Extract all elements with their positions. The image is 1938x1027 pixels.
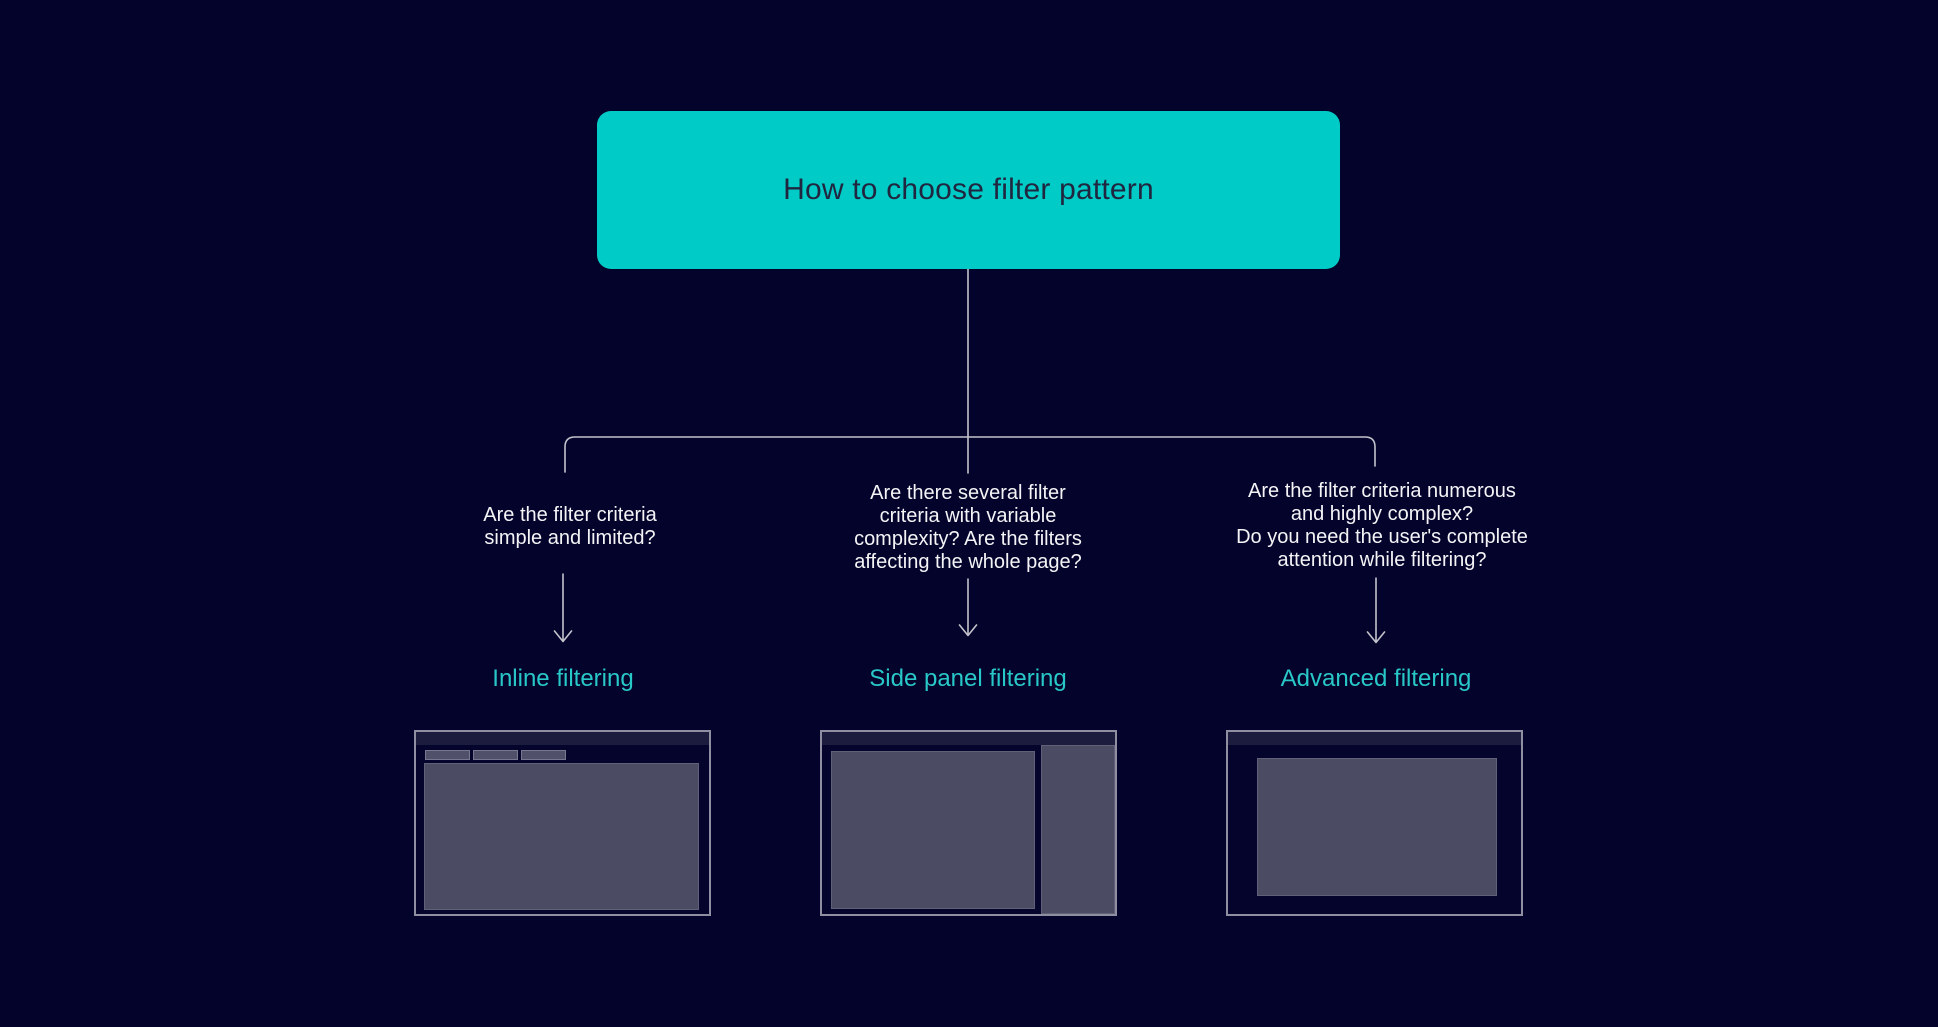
question-line: Do you need the user's complete (1236, 526, 1528, 548)
side-panel-filtering-thumbnail (820, 730, 1117, 916)
window-header-bar (1228, 732, 1521, 745)
advanced-filtering-thumbnail (1226, 730, 1523, 916)
root-node-label: How to choose filter pattern (783, 173, 1154, 206)
filter-chip (473, 750, 518, 760)
outcome-label-advanced-filtering: Advanced filtering (1280, 665, 1472, 692)
down-arrow-icon (553, 573, 573, 643)
filter-modal-placeholder (1257, 758, 1497, 896)
question-line: criteria with variable (879, 505, 1057, 527)
question-line: Are there several filter (870, 482, 1066, 504)
question-line: and highly complex? (1290, 503, 1474, 525)
window-header-bar (416, 732, 709, 745)
question-line: affecting the whole page? (854, 551, 1082, 573)
outcome-label-side-panel-filtering: Side panel filtering (869, 665, 1067, 692)
question-line: complexity? Are the filters (854, 528, 1082, 550)
outcome-label-inline-filtering: Inline filtering (492, 665, 634, 692)
filter-chip (425, 750, 470, 760)
root-node: How to choose filter pattern (597, 111, 1340, 269)
filter-chips-row (425, 750, 566, 760)
down-arrow-icon (958, 578, 978, 637)
branch-split-connector (564, 436, 1376, 473)
down-arrow-icon (1366, 577, 1386, 644)
question-line: Are the filter criteria numerous (1248, 480, 1516, 502)
inline-filtering-thumbnail (414, 730, 711, 916)
side-filter-panel-placeholder (1041, 745, 1115, 914)
question-line: simple and limited? (484, 527, 656, 549)
branch-question-inline-filtering: Are the filter criteria simple and limit… (430, 504, 710, 550)
question-line: Are the filter criteria (483, 504, 657, 526)
branch-question-advanced-filtering: Are the filter criteria numerous and hig… (1222, 480, 1542, 572)
question-line: attention while filtering? (1277, 549, 1487, 571)
branch-question-side-panel-filtering: Are there several filter criteria with v… (828, 482, 1108, 574)
content-area-placeholder (424, 763, 699, 910)
window-header-bar (822, 732, 1115, 745)
filter-chip (521, 750, 566, 760)
content-area-placeholder (831, 751, 1035, 909)
